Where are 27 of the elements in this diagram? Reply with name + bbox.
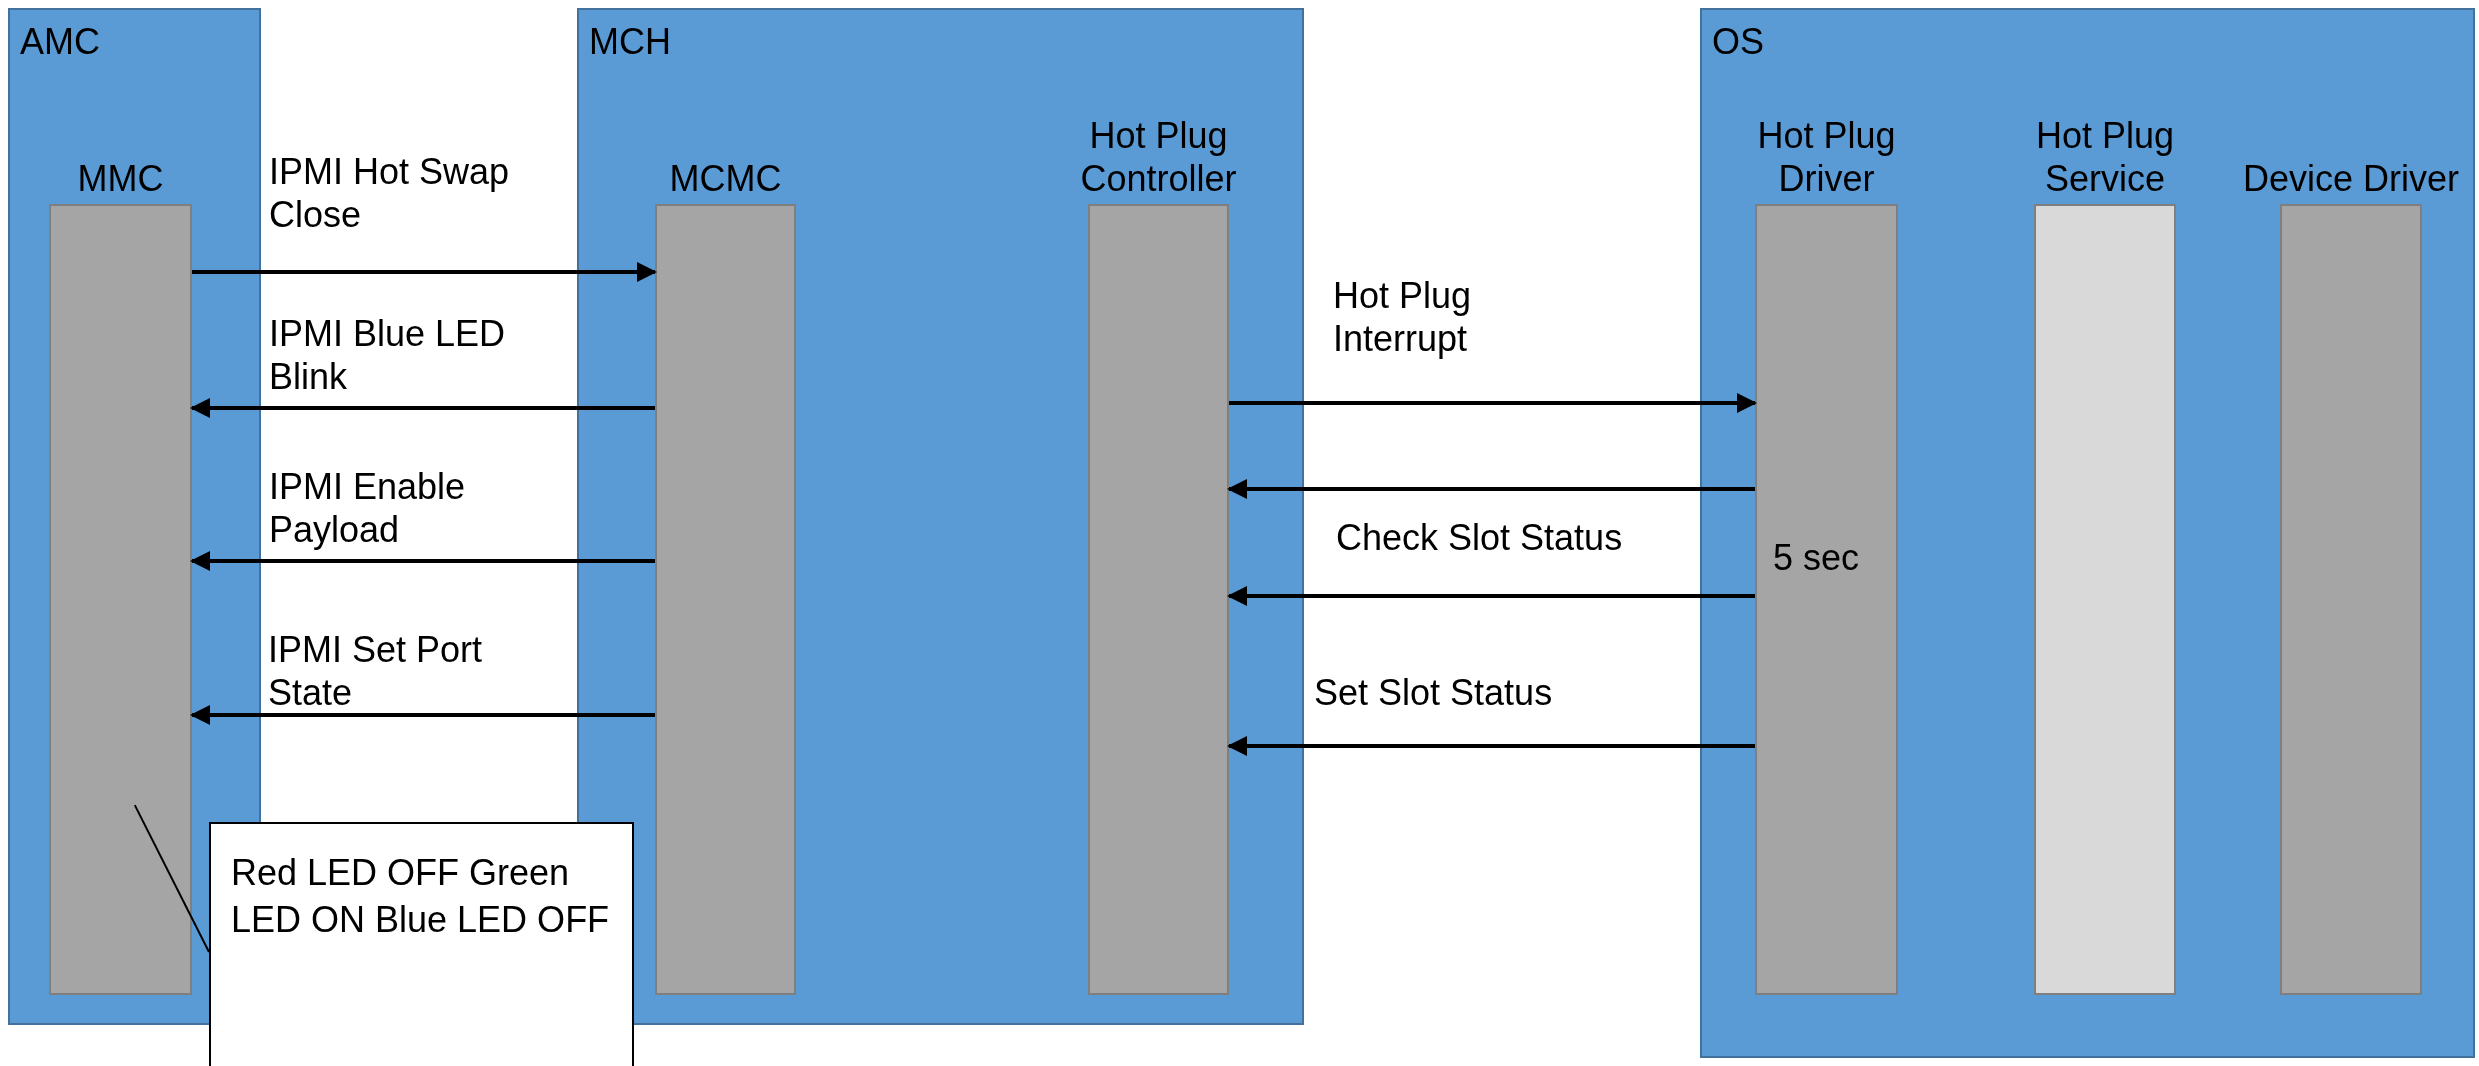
edge-label: IPMI Enable Payload bbox=[269, 465, 467, 552]
note-box: Red LED OFF Green LED ON Blue LED OFF bbox=[209, 822, 634, 1066]
lifeline-label: Hot Plug Controller bbox=[1079, 113, 1238, 200]
duration-label: 5 sec bbox=[1773, 536, 1860, 580]
participant-title: AMC bbox=[20, 20, 100, 64]
participant-band bbox=[1700, 8, 2475, 1058]
participant-title: OS bbox=[1712, 20, 1764, 64]
edge-label: IPMI Set Port State bbox=[268, 628, 484, 715]
edge-label: Set Slot Status bbox=[1314, 671, 1554, 715]
message-arrow bbox=[190, 398, 655, 418]
message-arrow bbox=[192, 262, 657, 282]
lifeline-label: MCMC bbox=[668, 156, 783, 200]
message-arrow bbox=[1229, 393, 1757, 413]
message-arrow bbox=[190, 705, 655, 725]
edge-label: Hot Plug Interrupt bbox=[1333, 274, 1473, 361]
edge-label: Check Slot Status bbox=[1336, 516, 1624, 560]
lifeline-label: Hot Plug Driver bbox=[1756, 113, 1897, 200]
message-arrow bbox=[1227, 479, 1755, 499]
lifeline-label: Hot Plug Service bbox=[2034, 113, 2176, 200]
message-arrow bbox=[1227, 736, 1755, 756]
participant-title: MCH bbox=[589, 20, 671, 64]
message-arrow bbox=[190, 551, 655, 571]
message-arrow bbox=[1227, 586, 1755, 606]
edge-label: IPMI Hot Swap Close bbox=[269, 150, 511, 237]
lifeline-label: Device Driver bbox=[2241, 156, 2460, 200]
lifeline-label: MMC bbox=[76, 156, 165, 200]
edge-label: IPMI Blue LED Blink bbox=[269, 312, 507, 399]
